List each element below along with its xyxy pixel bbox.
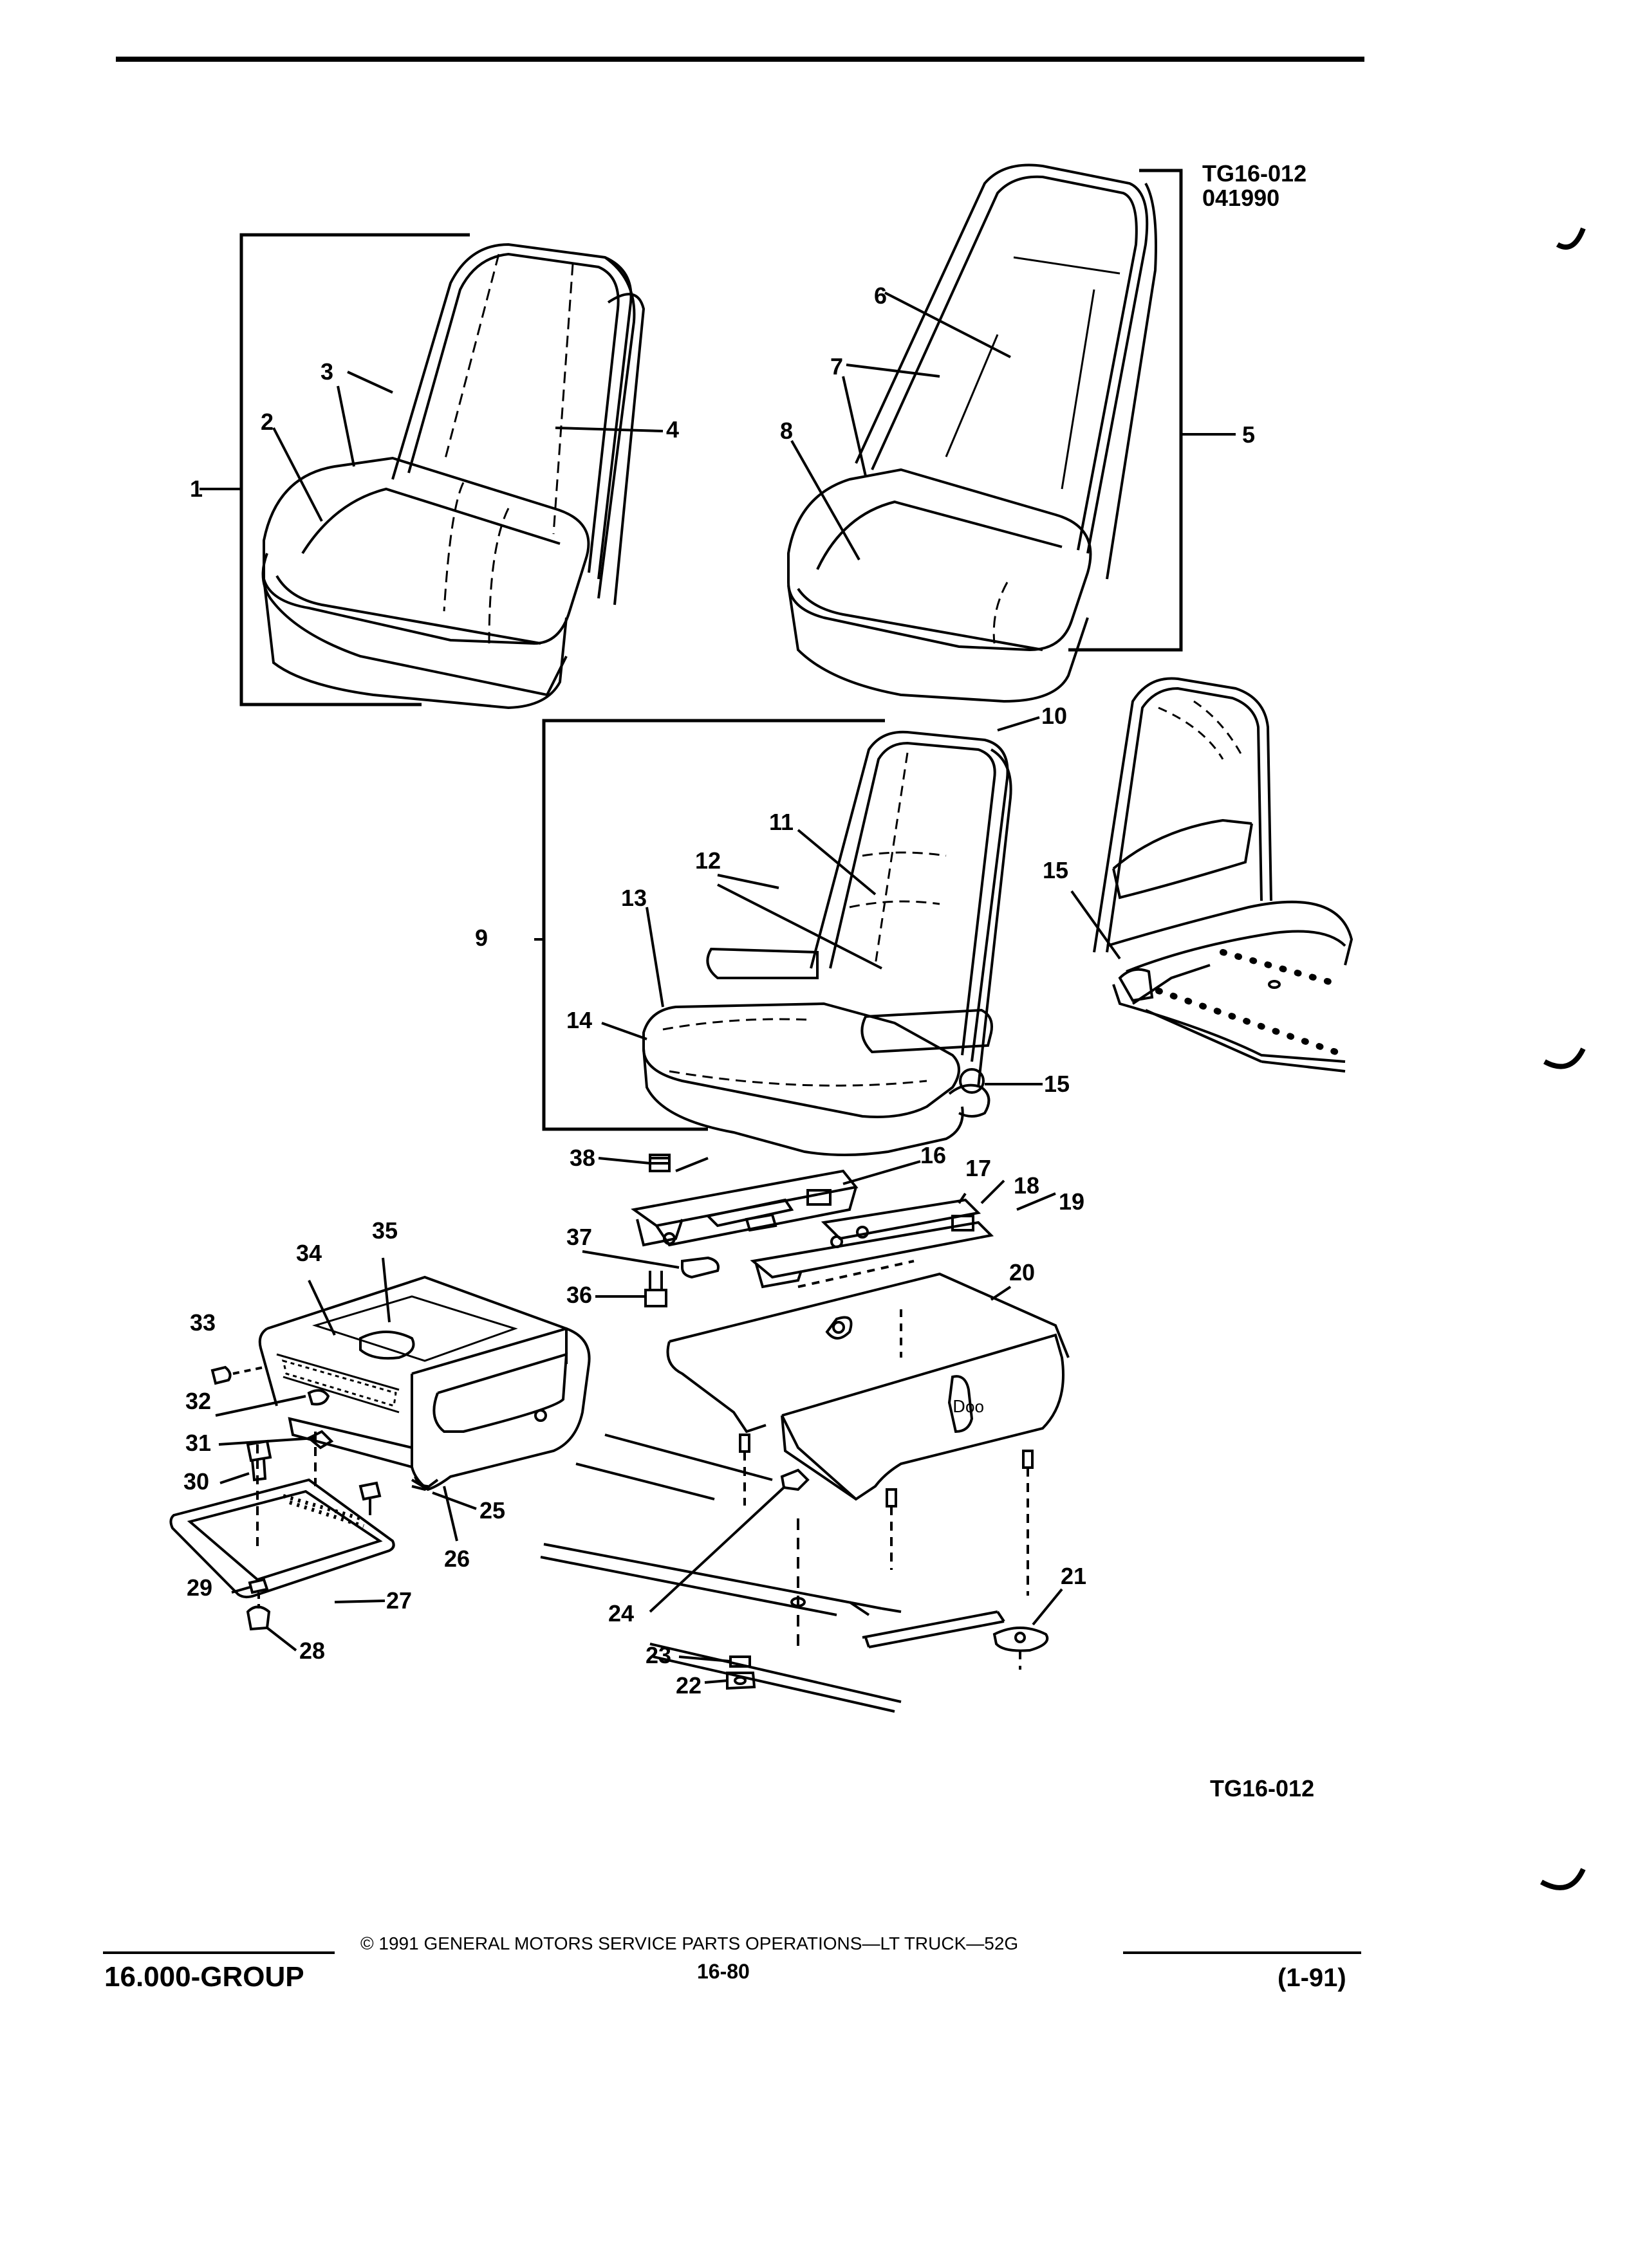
- callout-21: 21: [1061, 1563, 1086, 1589]
- seat-assembly-1: [200, 233, 646, 710]
- callout-30: 30: [183, 1468, 209, 1495]
- bolt-38: [649, 1154, 671, 1172]
- callout-38: 38: [570, 1145, 595, 1171]
- seat-riser-20: Ⅾoo: [666, 1260, 1070, 1501]
- seat-adjuster-tracks: [631, 1169, 994, 1289]
- svg-text:Ⅾoo: Ⅾoo: [953, 1397, 984, 1416]
- callout-26: 26: [444, 1545, 470, 1572]
- callout-1: 1: [190, 475, 203, 502]
- callout-15-detail: 15: [1043, 857, 1068, 883]
- callout-labels: 1 2 3 4 5 6 7 8 9 10 11 12 13 14 15 15 1…: [183, 282, 1255, 1699]
- date-code: 041990: [1202, 185, 1279, 211]
- callout-33: 33: [190, 1309, 216, 1336]
- callout-11: 11: [769, 809, 794, 835]
- scan-mark: [1543, 1047, 1586, 1069]
- callout-15: 15: [1044, 1071, 1070, 1097]
- callout-16: 16: [920, 1142, 946, 1168]
- figure-code: TG16-012: [1202, 160, 1306, 187]
- callout-31: 31: [185, 1430, 211, 1456]
- storage-compartment-25: [258, 1275, 591, 1491]
- footer-copyright: © 1991 GENERAL MOTORS SERVICE PARTS OPER…: [360, 1933, 1018, 1953]
- footer-group: 16.000-GROUP: [104, 1961, 304, 1993]
- seat-detail-view: [1093, 677, 1353, 1073]
- callout-19: 19: [1059, 1188, 1084, 1215]
- callout-13: 13: [621, 885, 647, 911]
- footer-page: 16-80: [697, 1960, 750, 1983]
- callout-7: 7: [830, 353, 843, 380]
- floor-lines: [540, 1434, 1005, 1713]
- callout-37: 37: [566, 1224, 592, 1250]
- callout-20: 20: [1009, 1259, 1035, 1286]
- callout-5: 5: [1242, 421, 1255, 448]
- callout-17: 17: [965, 1155, 991, 1181]
- callout-29: 29: [187, 1574, 212, 1601]
- callout-34: 34: [296, 1240, 322, 1266]
- callout-35: 35: [372, 1217, 398, 1244]
- callout-27: 27: [386, 1587, 412, 1614]
- callout-18: 18: [1014, 1172, 1039, 1199]
- callout-3: 3: [321, 358, 333, 385]
- riser-fasteners: [726, 1434, 1049, 1690]
- leader-lines: [215, 291, 1121, 1684]
- callout-4: 4: [666, 416, 679, 443]
- callout-28: 28: [299, 1637, 325, 1664]
- callout-9: 9: [475, 925, 488, 951]
- tray-27: [169, 1365, 395, 1631]
- callout-25: 25: [479, 1497, 505, 1524]
- callout-22: 22: [676, 1672, 702, 1699]
- footer: © 1991 GENERAL MOTORS SERVICE PARTS OPER…: [103, 1933, 1361, 1993]
- callout-2: 2: [261, 409, 274, 435]
- figure-caption: TG16-012: [1210, 1775, 1314, 1802]
- callout-10: 10: [1041, 703, 1067, 729]
- callout-8: 8: [780, 418, 793, 444]
- scan-mark: [1540, 1868, 1586, 1890]
- callout-24: 24: [608, 1600, 634, 1627]
- scan-mark: [1556, 227, 1586, 250]
- callout-32: 32: [185, 1388, 211, 1414]
- callout-6: 6: [874, 282, 887, 309]
- callout-23: 23: [646, 1642, 671, 1668]
- callout-36: 36: [566, 1282, 592, 1308]
- footer-revision: (1-91): [1278, 1964, 1346, 1992]
- nut-36: [644, 1271, 667, 1307]
- callout-12: 12: [695, 847, 721, 874]
- seat-assembly-9: [534, 719, 1012, 1156]
- callout-14: 14: [566, 1007, 592, 1033]
